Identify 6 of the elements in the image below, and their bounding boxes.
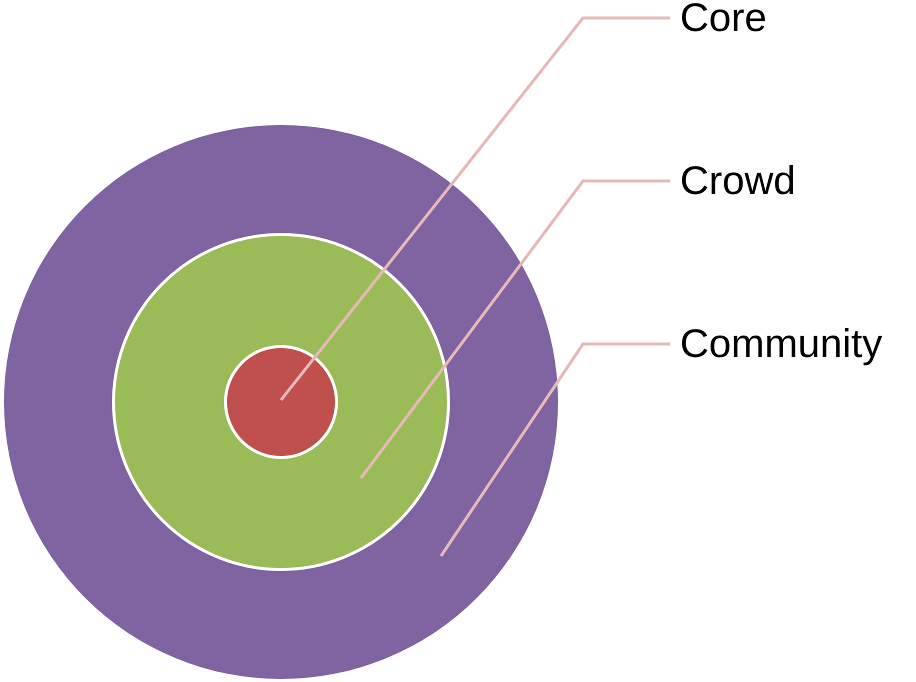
leader-line <box>440 342 670 557</box>
ring-label: Community <box>680 321 882 367</box>
leader-line <box>280 16 670 401</box>
ring-label: Crowd <box>680 158 796 204</box>
leader-line <box>360 180 670 479</box>
ring-label: Core <box>680 0 767 41</box>
